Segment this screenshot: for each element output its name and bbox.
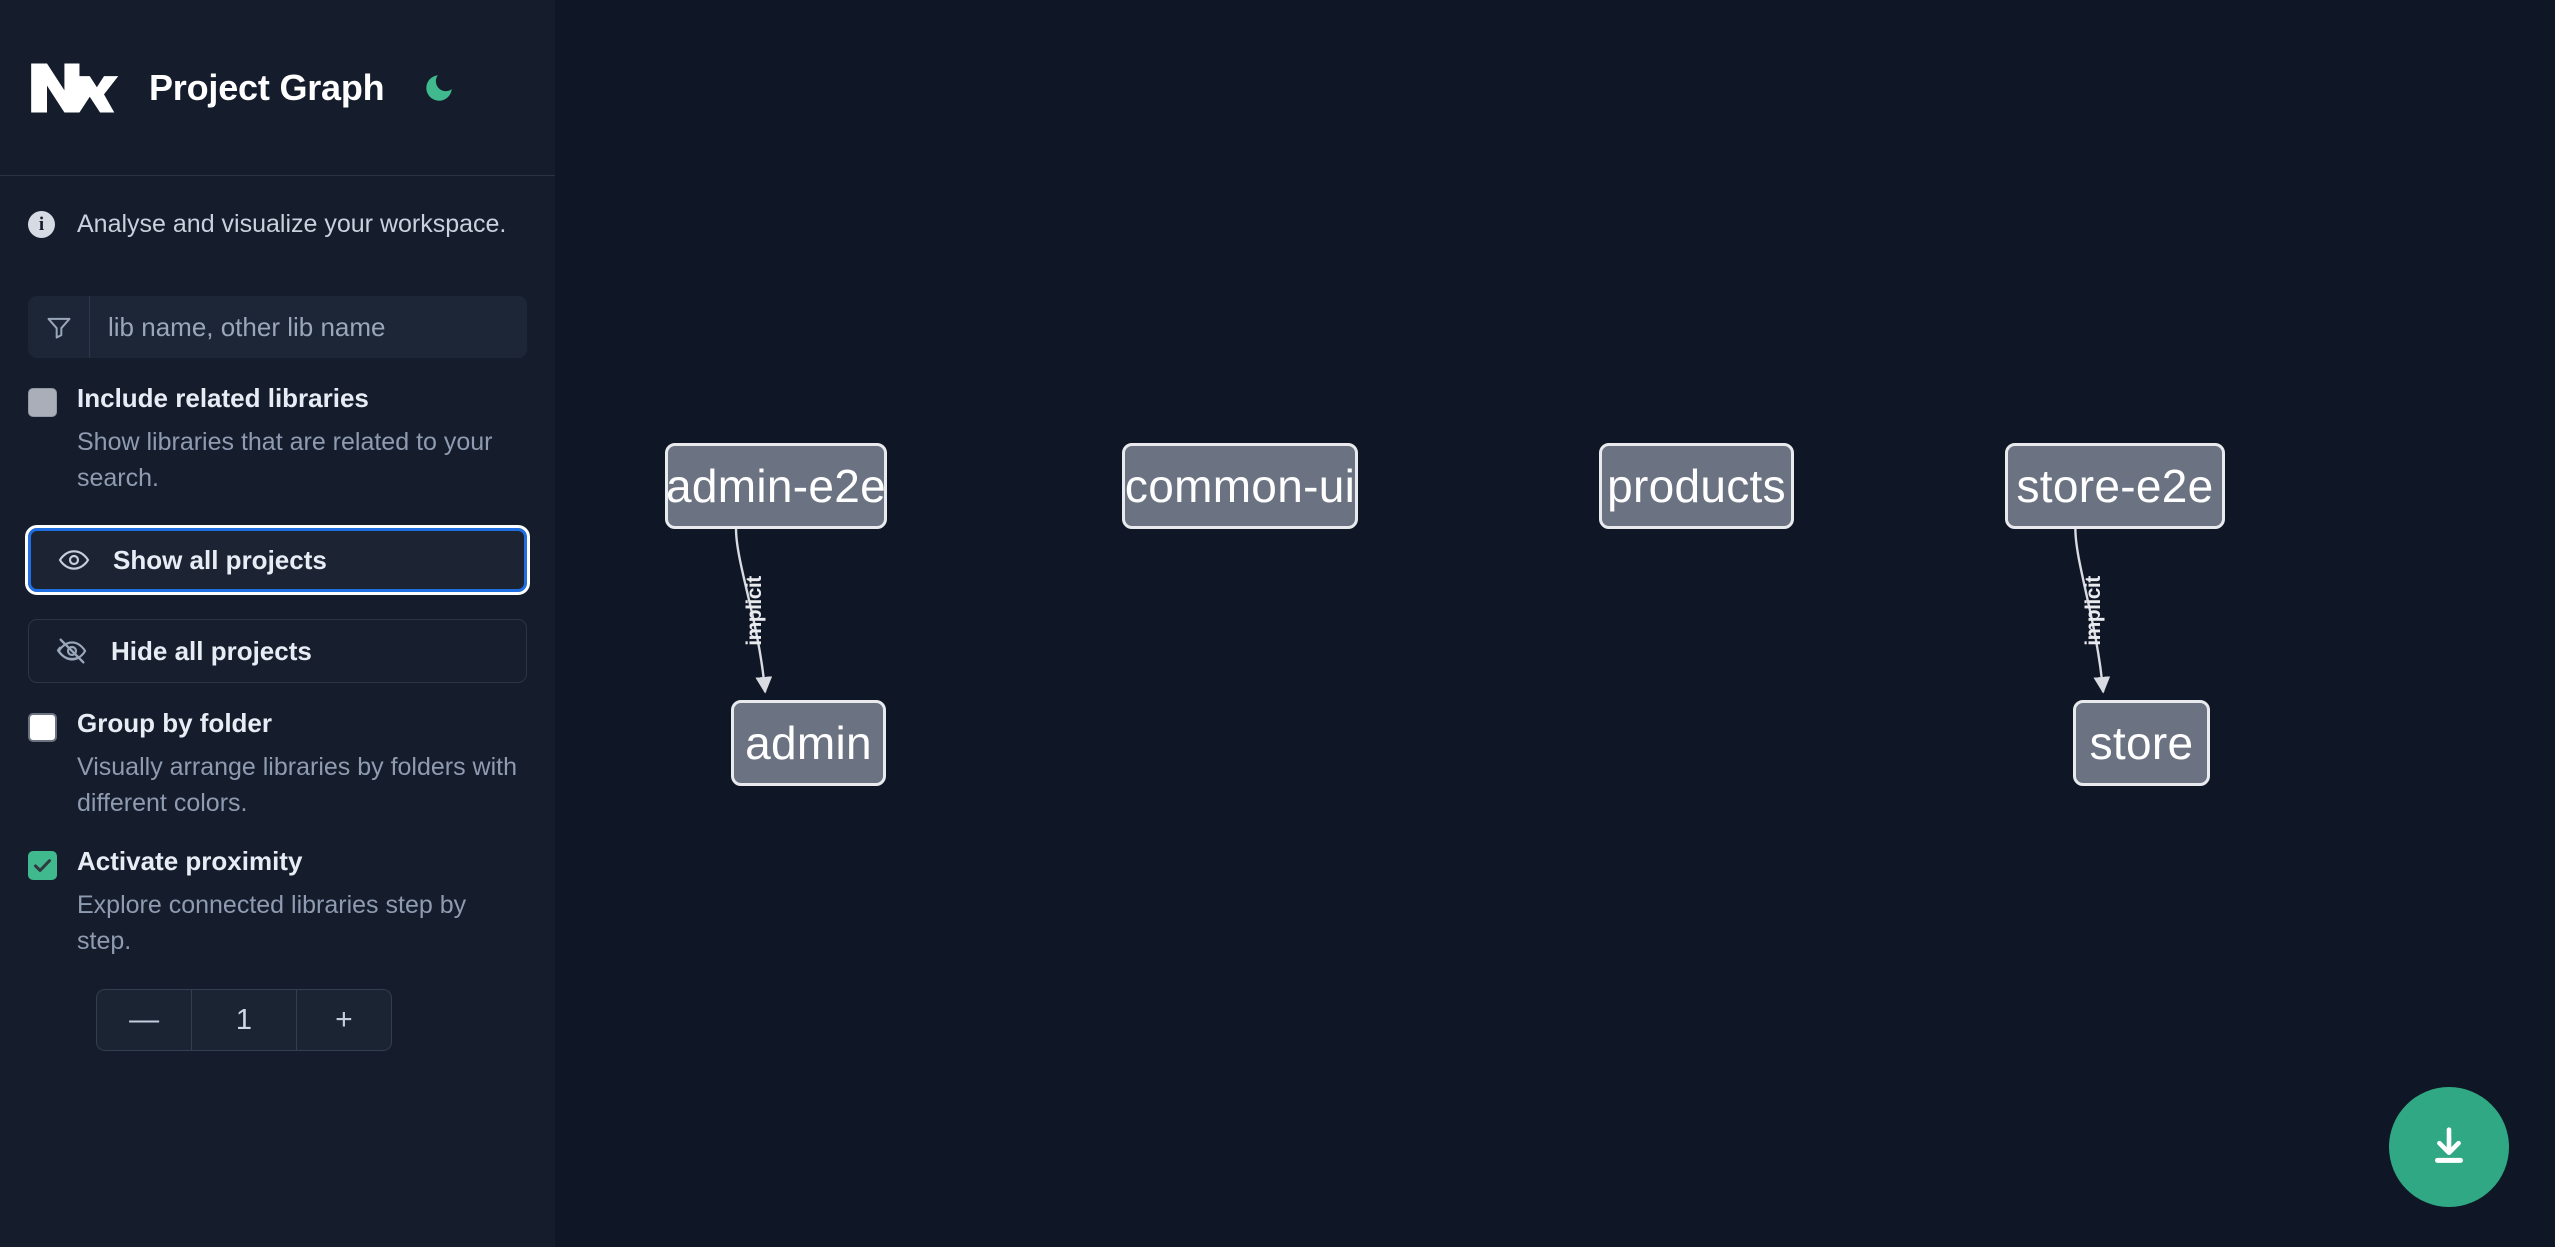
option-include-related-libraries: Include related libraries Show libraries… (0, 383, 555, 496)
proximity-decrement-button[interactable]: — (97, 990, 193, 1050)
option-description: Show libraries that are related to your … (77, 428, 493, 492)
option-label: Activate proximity (77, 846, 303, 876)
eye-off-icon (55, 635, 89, 667)
hide-all-projects-label: Hide all projects (111, 635, 312, 666)
hide-all-projects-button[interactable]: Hide all projects (28, 619, 527, 683)
option-activate-proximity: Activate proximity Explore connected lib… (0, 846, 555, 959)
graph-canvas[interactable]: admin-e2e common-ui products store-e2e admin… (555, 0, 2555, 1247)
proximity-increment-button[interactable]: + (295, 990, 391, 1050)
eye-icon (57, 544, 91, 576)
option-description: Visually arrange libraries by folders wi… (77, 753, 518, 817)
download-icon (2426, 1123, 2472, 1172)
graph-node-store[interactable]: store (2073, 700, 2210, 786)
option-description: Explore connected libraries step by step… (77, 891, 467, 955)
info-icon: i (28, 210, 55, 238)
graph-node-admin-e2e[interactable]: admin-e2e (665, 443, 887, 529)
graph-node-label: store (2089, 717, 2194, 769)
edge-label-implicit-store: implicit (2082, 575, 2106, 646)
workspace-info-text: Analyse and visualize your workspace. (77, 209, 507, 238)
graph-node-common-ui[interactable]: common-ui (1122, 443, 1358, 529)
moon-icon[interactable] (418, 67, 460, 109)
search-input[interactable] (90, 296, 527, 358)
workspace-info: i Analyse and visualize your workspace. (0, 176, 555, 272)
download-graph-button[interactable] (2389, 1087, 2509, 1207)
show-all-projects-button[interactable]: Show all projects (25, 525, 530, 595)
checkbox-activate-proximity[interactable] (28, 851, 57, 880)
sidebar-scroll-area[interactable]: Project Graph i Analyse and visualize yo… (0, 0, 555, 1247)
edge-label-implicit-admin: implicit (742, 575, 766, 646)
filter-icon (28, 296, 90, 358)
page-title: Project Graph (149, 66, 385, 108)
sidebar: Project Graph i Analyse and visualize yo… (0, 0, 555, 1247)
graph-node-label: admin (745, 717, 872, 769)
graph-node-label: store-e2e (2016, 460, 2214, 512)
graph-node-label: common-ui (1124, 460, 1356, 512)
graph-edge-layer (734, 528, 2111, 694)
checkbox-include-related-libraries[interactable] (28, 388, 57, 417)
graph-node-label: products (1607, 460, 1786, 512)
nx-logo-icon (28, 57, 123, 119)
sidebar-header: Project Graph (0, 0, 555, 176)
graph-node-store-e2e[interactable]: store-e2e (2005, 443, 2225, 529)
option-label: Group by folder (77, 708, 272, 738)
proximity-value: 1 (192, 990, 296, 1050)
graph-node-products[interactable]: products (1599, 443, 1794, 529)
option-group-by-folder: Group by folder Visually arrange librari… (0, 708, 555, 821)
checkbox-group-by-folder[interactable] (28, 713, 57, 742)
graph-node-admin[interactable]: admin (731, 700, 886, 786)
search-field[interactable] (28, 296, 527, 358)
graph-node-label: admin-e2e (665, 460, 887, 512)
option-label: Include related libraries (77, 383, 369, 413)
show-all-projects-label: Show all projects (113, 544, 327, 575)
proximity-stepper: — 1 + (96, 989, 392, 1051)
